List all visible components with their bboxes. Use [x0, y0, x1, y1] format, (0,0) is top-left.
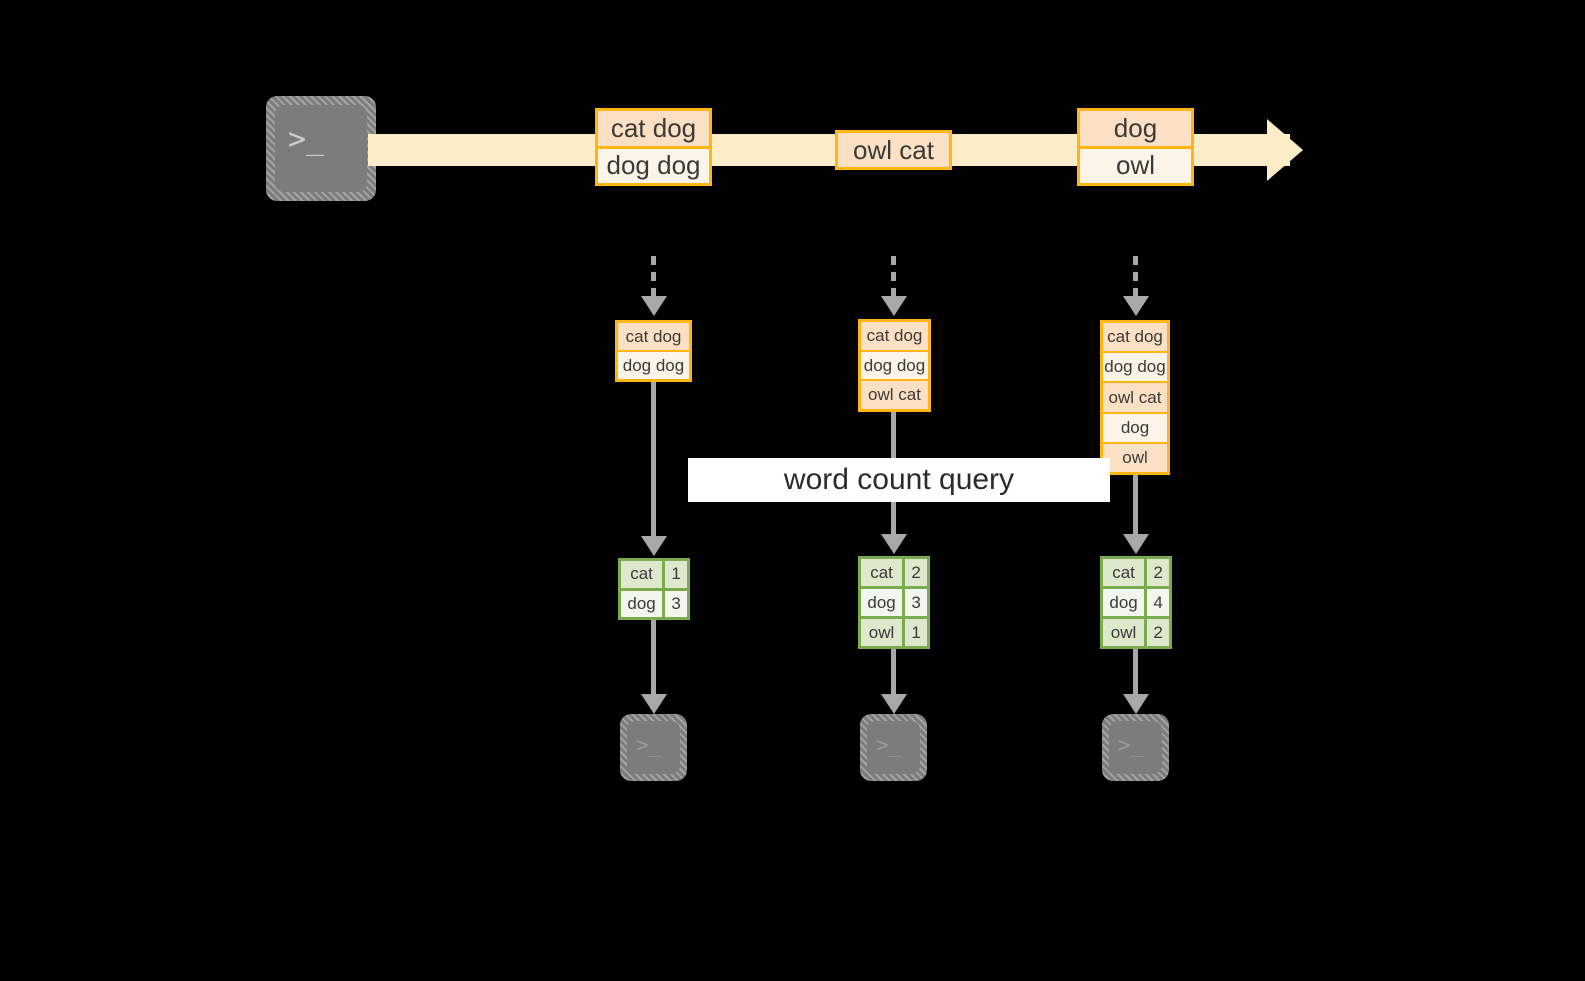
snapshot-3-input-arrow-line [1133, 256, 1138, 298]
snapshot-3-query-arrow-head-icon [1123, 534, 1149, 554]
stream-record-row: dog dog [598, 148, 709, 183]
result-count: 2 [1147, 559, 1169, 586]
snapshot-3-sink-arrow-head-icon [1123, 694, 1149, 714]
snapshot-1-input-stack: cat dog dog dog [615, 320, 692, 382]
stream-record-row: owl cat [838, 133, 949, 167]
result-word: cat [1103, 559, 1148, 586]
input-stack-row: owl cat [1103, 383, 1167, 414]
result-count: 2 [1147, 619, 1169, 646]
terminal-prompt-glyph: >_ [1118, 733, 1144, 757]
snapshot-1-input-arrow-head-icon [641, 296, 667, 316]
snapshot-2-input-arrow-head-icon [881, 296, 907, 316]
input-stack-row: dog [1103, 413, 1167, 444]
result-row: cat 1 [621, 561, 687, 591]
terminal-screen [275, 105, 367, 192]
snapshot-1-input-arrow-line [651, 256, 656, 298]
result-row: dog 3 [861, 589, 927, 619]
result-count: 3 [665, 590, 687, 617]
result-word: cat [861, 559, 906, 586]
result-row: owl 2 [1103, 619, 1169, 646]
snapshot-3-input-stack: cat dog dog dog owl cat dog owl [1100, 320, 1170, 475]
result-word: dog [861, 589, 906, 616]
input-stack-row: owl [1103, 443, 1167, 473]
snapshot-2-sink-arrow-head-icon [881, 694, 907, 714]
snapshot-2-sink-terminal-icon: >_ [860, 714, 927, 781]
stream-record-2: owl cat [835, 130, 952, 170]
result-row: dog 3 [621, 590, 687, 617]
result-word: dog [1103, 589, 1148, 616]
stream-record-row: owl [1080, 148, 1191, 183]
snapshot-1-query-arrow-line [651, 382, 656, 538]
result-word: owl [1103, 619, 1148, 646]
input-stack-row: cat dog [861, 322, 928, 352]
snapshot-2-input-arrow-line [891, 256, 896, 298]
result-count: 4 [1147, 589, 1169, 616]
stream-record-row: cat dog [598, 111, 709, 149]
terminal-prompt-glyph: >_ [876, 733, 902, 757]
result-count: 2 [905, 559, 927, 586]
snapshot-2-sink-arrow-line [891, 649, 896, 696]
snapshot-2-input-stack: cat dog dog dog owl cat [858, 319, 931, 412]
result-count: 1 [665, 561, 687, 588]
input-stack-row: cat dog [1103, 323, 1167, 354]
terminal-prompt-glyph: >_ [288, 122, 325, 157]
result-word: cat [621, 561, 666, 588]
input-stack-row: dog dog [1103, 353, 1167, 384]
result-row: cat 2 [861, 559, 927, 589]
stream-record-row: dog [1080, 111, 1191, 149]
input-stack-row: dog dog [861, 351, 928, 382]
result-word: dog [621, 590, 666, 617]
terminal-screen [867, 721, 920, 774]
input-stack-row: cat dog [618, 323, 689, 352]
input-stack-row: dog dog [618, 352, 689, 379]
snapshot-3-sink-terminal-icon: >_ [1102, 714, 1169, 781]
snapshot-3-result-table: cat 2 dog 4 owl 2 [1100, 556, 1172, 649]
snapshot-3-query-arrow-line [1133, 475, 1138, 536]
snapshot-1-sink-arrow-head-icon [641, 694, 667, 714]
result-row: cat 2 [1103, 559, 1169, 589]
terminal-prompt-glyph: >_ [636, 733, 662, 757]
result-row: dog 4 [1103, 589, 1169, 619]
snapshot-1-sink-terminal-icon: >_ [620, 714, 687, 781]
snapshot-3-sink-arrow-line [1133, 649, 1138, 696]
result-row: owl 1 [861, 619, 927, 646]
stream-record-3: dog owl [1077, 108, 1194, 186]
query-label: word count query [688, 458, 1110, 502]
snapshot-3-input-arrow-head-icon [1123, 296, 1149, 316]
stream-record-1: cat dog dog dog [595, 108, 712, 186]
stream-arrow-head-icon [1267, 119, 1303, 181]
input-stack-row: owl cat [861, 381, 928, 410]
terminal-screen [627, 721, 680, 774]
snapshot-1-query-arrow-head-icon [641, 536, 667, 556]
snapshot-2-result-table: cat 2 dog 3 owl 1 [858, 556, 930, 649]
snapshot-2-query-arrow-head-icon [881, 534, 907, 554]
result-count: 3 [905, 589, 927, 616]
terminal-screen [1109, 721, 1162, 774]
result-word: owl [861, 619, 906, 646]
snapshot-1-result-table: cat 1 dog 3 [618, 558, 690, 620]
snapshot-1-sink-arrow-line [651, 620, 656, 696]
source-terminal-icon: >_ [266, 96, 376, 201]
result-count: 1 [905, 619, 927, 646]
